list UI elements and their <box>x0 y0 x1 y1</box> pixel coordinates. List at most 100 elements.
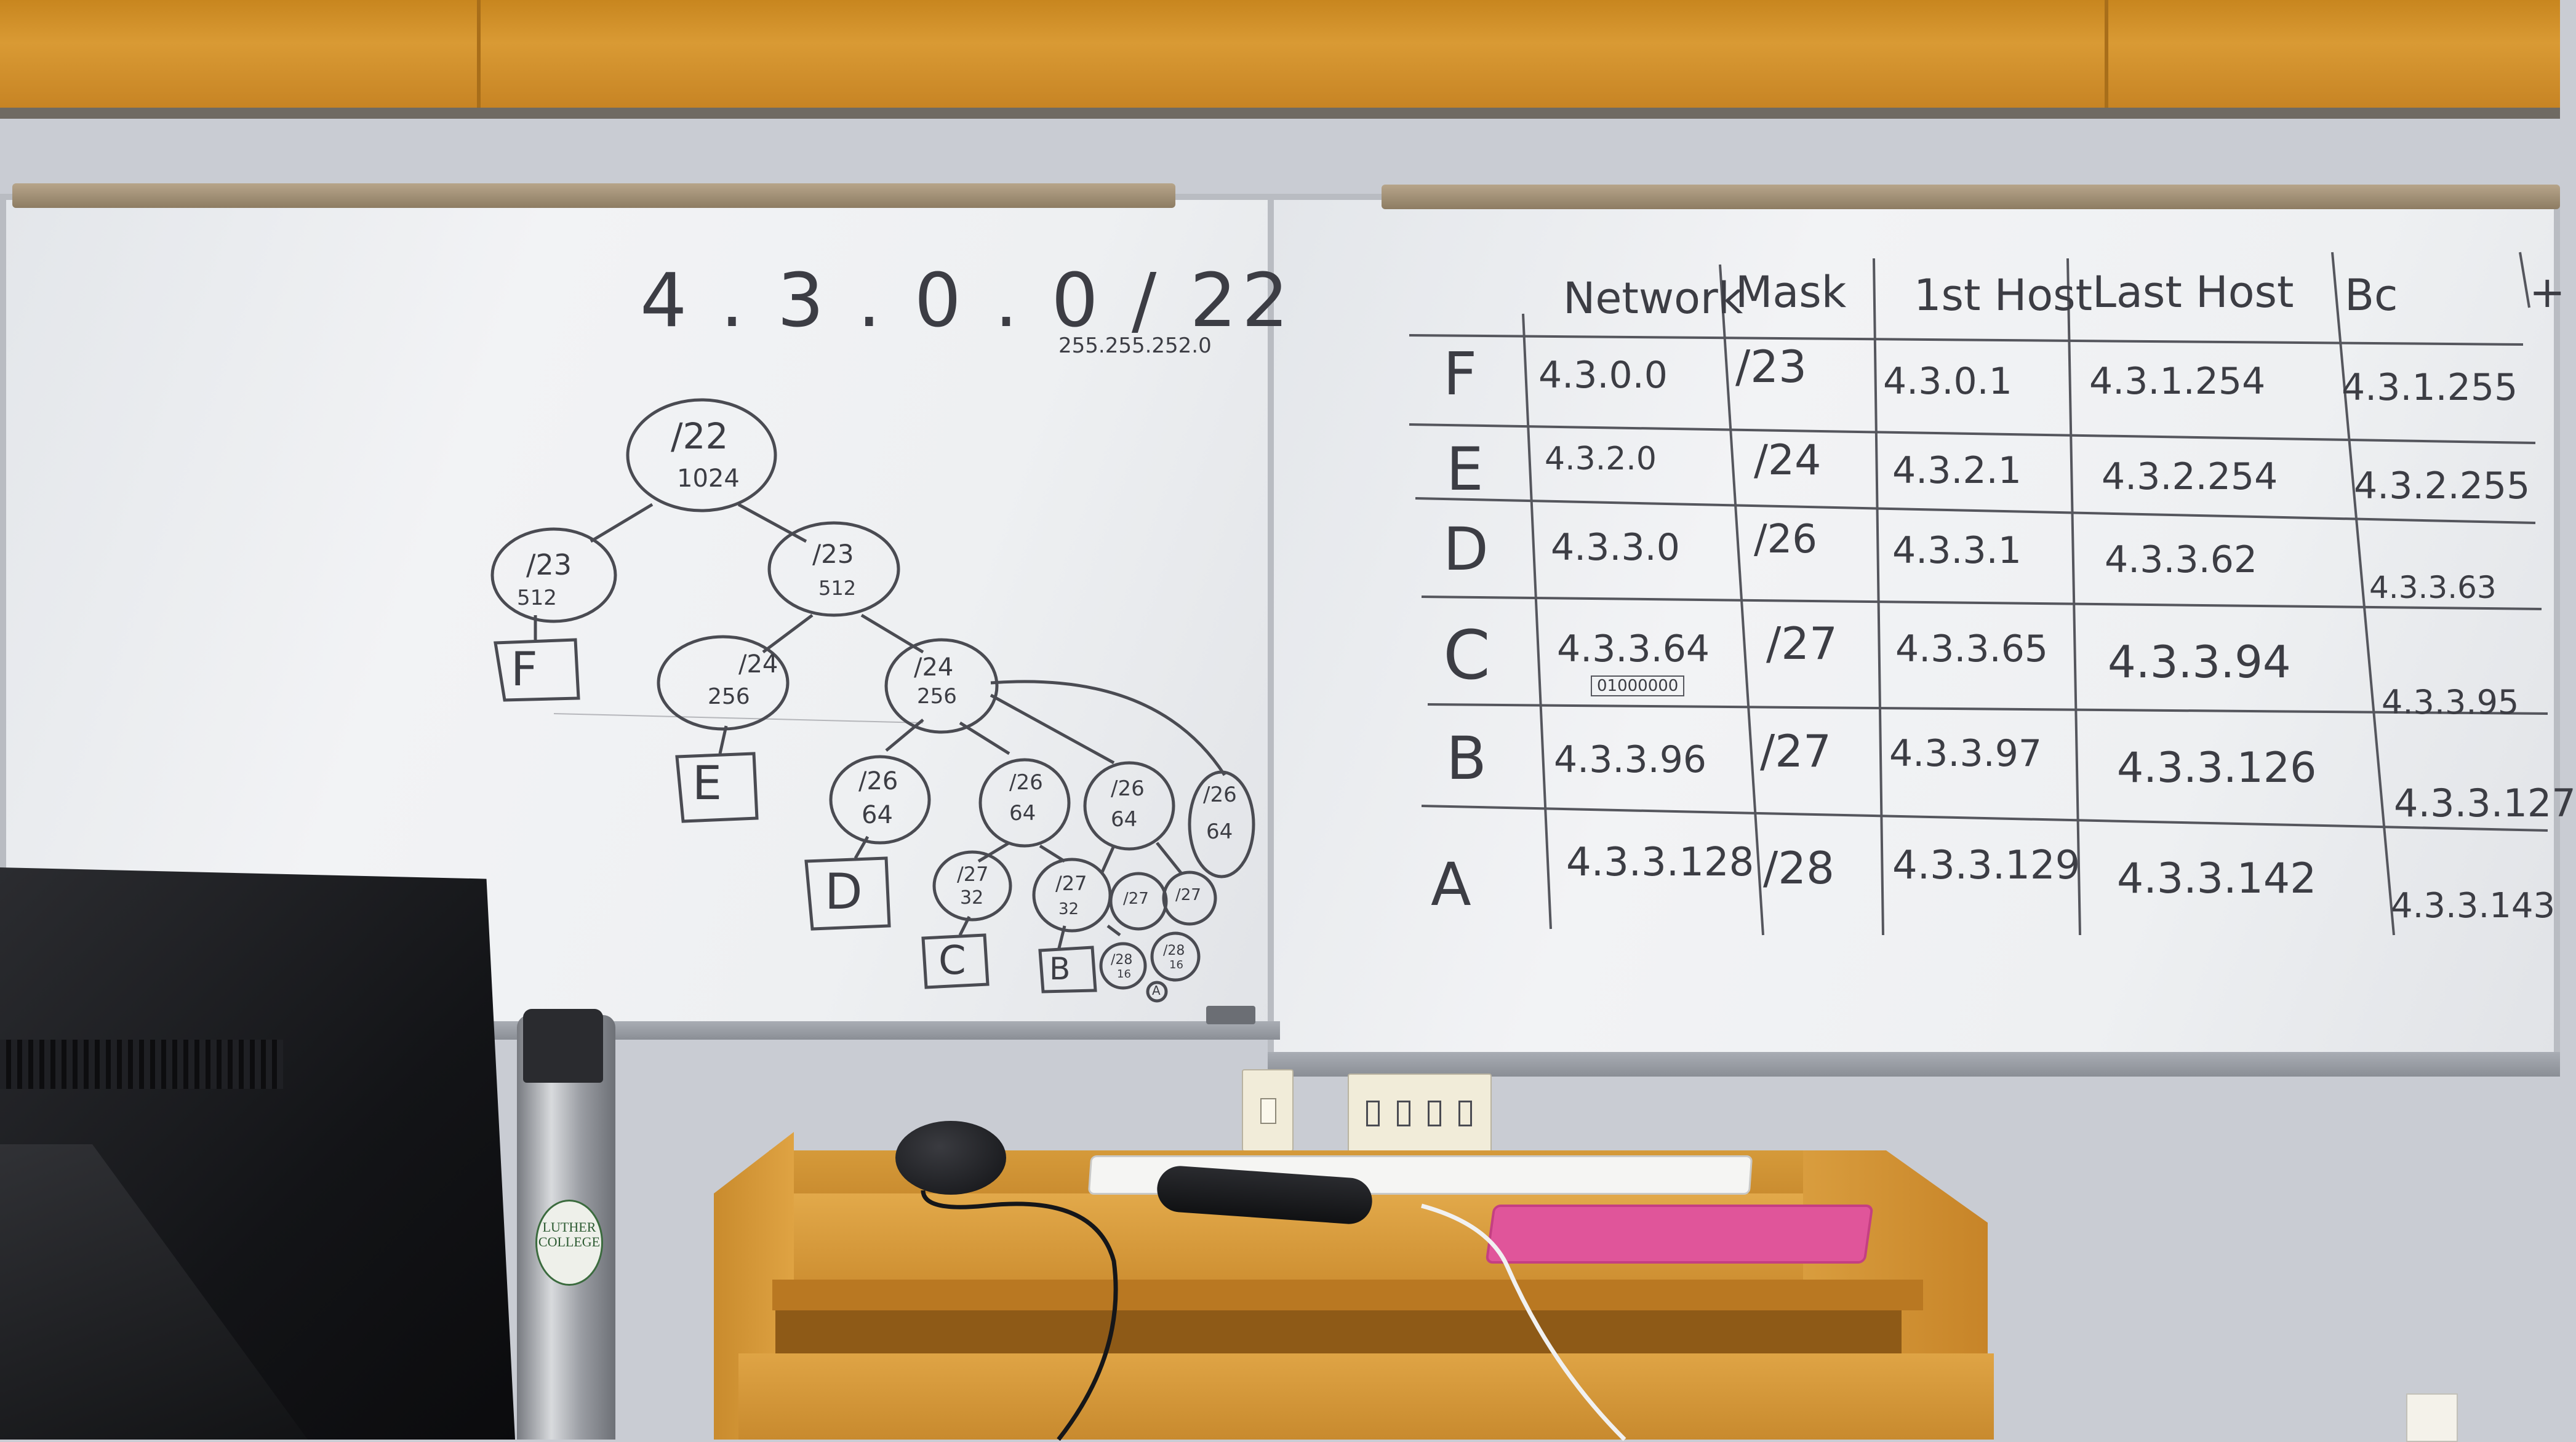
tree-l3-b-prefix: /26 <box>1009 770 1043 795</box>
bottle-logo: LUTHER COLLEGE <box>535 1200 603 1286</box>
row-label-a: A <box>1431 850 1471 919</box>
cell-a-first: 4.3.3.129 <box>1892 843 2081 888</box>
col-header-first-host: 1st Host <box>1914 270 2093 321</box>
tree-l1-right-prefix: /23 <box>812 539 854 569</box>
col-header-network: Network <box>1563 273 1743 324</box>
col-header-broadcast: Bc <box>2345 270 2398 321</box>
row-label-b: B <box>1446 724 1487 793</box>
right-marker-tray <box>1268 1052 2560 1077</box>
cell-a-mask: /28 <box>1763 842 1834 894</box>
row-label-e: E <box>1446 435 1484 504</box>
cell-c-mask: /27 <box>1766 618 1838 669</box>
mouse[interactable] <box>895 1121 1006 1195</box>
cell-e-first: 4.3.2.1 <box>1892 449 2022 492</box>
valance-seam <box>2105 0 2108 108</box>
tree-l2-left-prefix: /24 <box>738 650 778 679</box>
valance-seam <box>477 0 481 108</box>
cell-e-bc: 4.3.2.255 <box>2354 464 2530 508</box>
tree-leaf-f: F <box>511 642 538 696</box>
water-bottle: LUTHER COLLEGE <box>517 1009 615 1440</box>
table-grid-lines <box>1409 252 2548 936</box>
cell-f-bc: 4.3.1.255 <box>2342 366 2518 409</box>
tree-l4-a-prefix: /27 <box>957 862 989 886</box>
cell-d-last: 4.3.3.62 <box>2105 538 2258 581</box>
tree-l3-a-prefix: /26 <box>858 767 898 795</box>
cell-d-network: 4.3.3.0 <box>1551 526 1680 569</box>
tree-l3-b-size: 64 <box>1009 801 1036 826</box>
tree-leaf-b: B <box>1049 951 1071 987</box>
tree-l5-a-prefix: /28 <box>1111 952 1133 968</box>
cell-d-first: 4.3.3.1 <box>1892 529 2022 572</box>
tree-l1-left-prefix: /23 <box>526 548 572 581</box>
cell-f-network: 4.3.0.0 <box>1538 354 1668 397</box>
tree-leaf-a-label: A <box>1152 983 1161 998</box>
cell-f-mask: /23 <box>1735 341 1807 392</box>
tree-l5-a-size: 16 <box>1117 968 1131 981</box>
right-map-rail <box>1382 185 2560 209</box>
switch-toggle-icon <box>1397 1101 1410 1126</box>
network-title: 4 . 3 . 0 . 0 / 22 <box>640 258 1294 344</box>
switch-toggle-icon <box>1428 1101 1441 1126</box>
tree-leaf-e: E <box>692 755 722 810</box>
cell-b-last: 4.3.3.126 <box>2117 744 2317 792</box>
row-label-d: D <box>1443 515 1489 584</box>
tree-l4-b-prefix: /27 <box>1055 872 1087 895</box>
tree-l2-right-size: 256 <box>917 684 957 709</box>
cell-e-last: 4.3.2.254 <box>2102 455 2278 498</box>
switch-toggle-icon <box>1458 1101 1472 1126</box>
bottle-cap <box>523 1009 603 1083</box>
tree-l5-b-prefix: /28 <box>1163 943 1185 958</box>
cell-d-mask: /26 <box>1754 517 1817 562</box>
tree-l3-d-size: 64 <box>1206 819 1233 844</box>
cell-a-network: 4.3.3.128 <box>1566 840 1754 885</box>
cell-b-network: 4.3.3.96 <box>1554 738 1707 781</box>
tree-l3-d-prefix: /26 <box>1203 783 1237 807</box>
cell-b-bc: 4.3.3.127 <box>2394 781 2576 826</box>
cell-e-mask: /24 <box>1754 436 1822 485</box>
valance-edge <box>0 108 2560 119</box>
tree-leaf-d: D <box>825 863 863 920</box>
row-label-c: C <box>1443 616 1490 695</box>
cell-c-network: 4.3.3.64 <box>1557 627 1710 671</box>
tree-l3-c-size: 64 <box>1111 807 1138 832</box>
cell-b-first: 4.3.3.97 <box>1889 732 2042 775</box>
wood-valance <box>0 0 2560 108</box>
light-switch-single[interactable] <box>1242 1069 1294 1152</box>
cell-f-first: 4.3.0.1 <box>1883 360 2012 403</box>
col-header-last-host: Last Host <box>2092 267 2294 317</box>
subnet-tree-lines <box>490 398 1255 1003</box>
tree-l2-right-prefix: /24 <box>914 653 954 682</box>
switch-toggle-icon <box>1260 1098 1276 1124</box>
cell-e-network: 4.3.2.0 <box>1545 440 1657 477</box>
cell-a-bc: 4.3.3.143 <box>2391 886 2556 926</box>
tree-l1-left-size: 512 <box>517 586 557 610</box>
cell-c-last: 4.3.3.94 <box>2108 636 2291 688</box>
tree-l1-right-size: 512 <box>818 576 857 600</box>
col-header-extra: + <box>2529 267 2566 317</box>
cart-drawer-front <box>738 1353 1994 1440</box>
cart-front-lip <box>772 1280 1923 1310</box>
tree-leaf-c: C <box>938 938 966 984</box>
cell-c-binary-note: 01000000 <box>1591 675 1685 696</box>
cell-a-last: 4.3.3.142 <box>2117 854 2317 903</box>
tree-root-size: 1024 <box>677 464 740 493</box>
cell-c-bc: 4.3.3.95 <box>2382 683 2519 722</box>
tree-l4-d-prefix: /27 <box>1175 886 1201 904</box>
eraser <box>1206 1006 1255 1024</box>
cell-b-mask: /27 <box>1760 725 1831 777</box>
cell-c-first: 4.3.3.65 <box>1895 627 2049 671</box>
left-map-rail <box>12 183 1175 208</box>
cell-d-bc: 4.3.3.63 <box>2369 570 2497 605</box>
cell-f-last: 4.3.1.254 <box>2089 360 2266 403</box>
subnet-mask-note: 255.255.252.0 <box>1058 333 1212 358</box>
monitor-vent <box>0 1040 283 1089</box>
cart-lower-cavity <box>775 1310 1902 1360</box>
power-outlet[interactable] <box>2406 1393 2458 1442</box>
tree-l4-a-size: 32 <box>960 887 984 909</box>
tree-l3-c-prefix: /26 <box>1111 776 1145 801</box>
switch-toggle-icon <box>1366 1101 1380 1126</box>
row-label-f: F <box>1443 340 1478 408</box>
tree-l4-c-prefix: /27 <box>1123 890 1149 908</box>
tree-l2-left-size: 256 <box>708 684 750 709</box>
